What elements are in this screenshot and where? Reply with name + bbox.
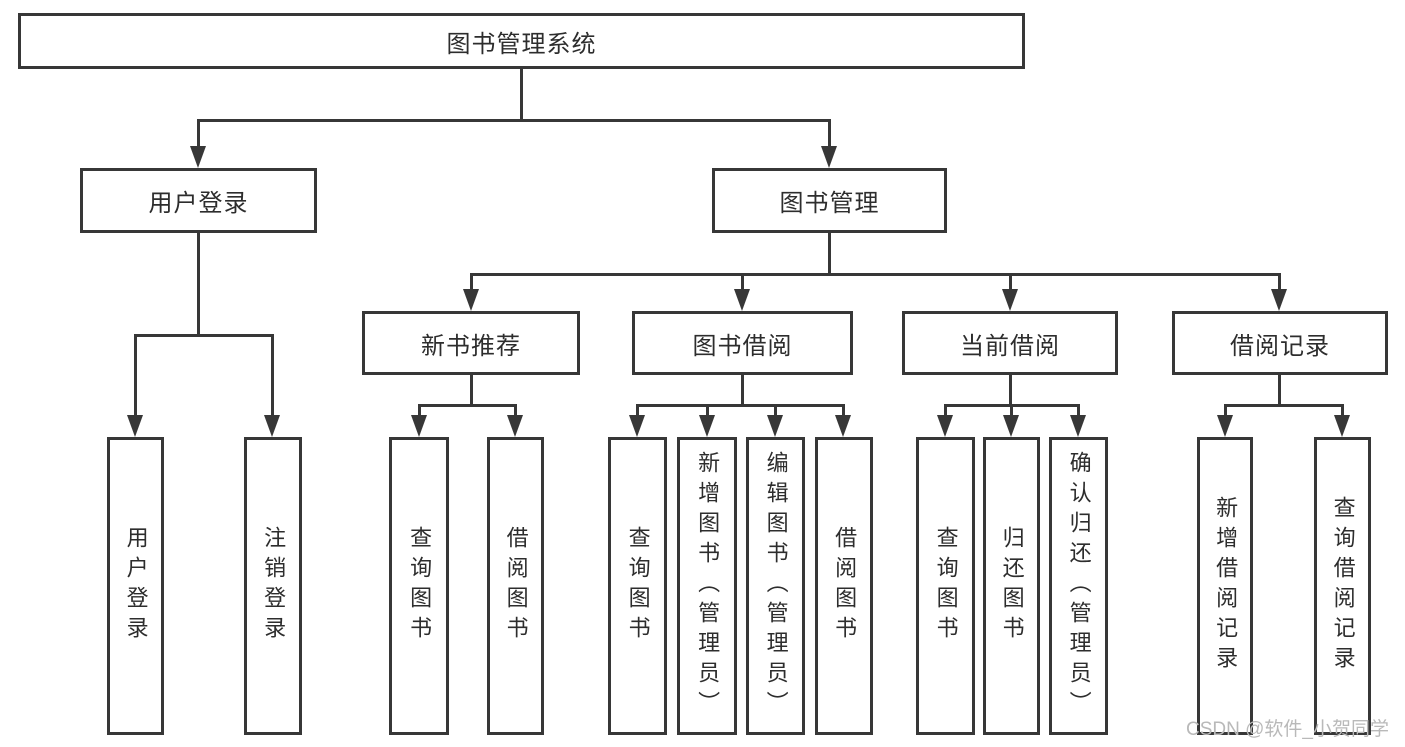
leaf-borrow-books-recommend-label: 借阅图书 — [503, 526, 529, 646]
arrow-head — [937, 415, 953, 437]
connector-line — [828, 119, 831, 151]
leaf-user-login-label: 用户登录 — [123, 526, 149, 646]
leaf-logout: 注销登录 — [244, 437, 302, 735]
connector-line — [418, 404, 517, 407]
arrow-head — [127, 415, 143, 437]
arrow-head — [1002, 289, 1018, 311]
arrow-head — [411, 415, 427, 437]
node-user-login: 用户登录 — [80, 168, 317, 233]
leaf-confirm-return-admin: 确认归还（管理员） — [1049, 437, 1108, 735]
connector-line — [1341, 404, 1344, 418]
connector-line — [636, 404, 845, 407]
connector-line — [1278, 273, 1281, 293]
leaf-add-borrow-record-label: 新增借阅记录 — [1213, 496, 1239, 676]
connector-line — [197, 119, 831, 122]
arrow-head — [1271, 289, 1287, 311]
leaf-return-books: 归还图书 — [983, 437, 1040, 735]
connector-line — [1009, 375, 1012, 406]
connector-line — [741, 273, 744, 293]
arrow-head — [190, 146, 206, 168]
connector-line — [706, 404, 709, 418]
leaf-search-books-borrowing-label: 查询图书 — [625, 526, 651, 646]
leaf-edit-books-admin-label: 编辑图书（管理员） — [763, 451, 789, 721]
arrow-head — [1003, 415, 1019, 437]
node-book-management: 图书管理 — [712, 168, 947, 233]
arrow-head — [264, 415, 280, 437]
node-root-label: 图书管理系统 — [446, 30, 597, 58]
arrow-head — [767, 415, 783, 437]
leaf-edit-books-admin: 编辑图书（管理员） — [746, 437, 805, 735]
connector-line — [842, 404, 845, 418]
arrow-head — [463, 289, 479, 311]
connector-line — [470, 375, 473, 406]
connector-line — [1009, 273, 1012, 293]
node-book-borrowing-label: 图书借阅 — [692, 332, 793, 360]
node-borrowing-records-label: 借阅记录 — [1230, 332, 1330, 360]
leaf-borrow-books-borrowing: 借阅图书 — [815, 437, 873, 735]
leaf-add-borrow-record: 新增借阅记录 — [1197, 437, 1253, 735]
connector-line — [1224, 404, 1227, 418]
connector-line — [1278, 375, 1281, 406]
node-user-login-label: 用户登录 — [148, 190, 249, 217]
connector-line — [197, 119, 200, 151]
connector-line — [1010, 404, 1013, 418]
connector-line — [470, 273, 1280, 276]
connector-line — [514, 404, 517, 418]
arrow-head — [835, 415, 851, 437]
connector-line — [944, 404, 947, 418]
leaf-search-books-current-label: 查询图书 — [933, 526, 959, 646]
leaf-search-borrow-record: 查询借阅记录 — [1314, 437, 1371, 735]
leaf-confirm-return-admin-label: 确认归还（管理员） — [1066, 451, 1092, 721]
connector-line — [1224, 404, 1344, 407]
node-new-book-recommendation-label: 新书推荐 — [421, 332, 521, 360]
leaf-return-books-label: 归还图书 — [999, 526, 1025, 646]
connector-line — [134, 334, 274, 337]
node-borrowing-records: 借阅记录 — [1172, 311, 1388, 375]
arrow-head — [699, 415, 715, 437]
leaf-user-login: 用户登录 — [107, 437, 164, 735]
arrow-head — [1070, 415, 1086, 437]
connector-line — [134, 334, 137, 418]
connector-line — [774, 404, 777, 418]
leaf-add-books-admin-label: 新增图书（管理员） — [695, 451, 721, 721]
connector-line — [520, 69, 523, 121]
connector-line — [197, 233, 200, 337]
leaf-search-books-borrowing: 查询图书 — [608, 437, 667, 735]
connector-line — [418, 404, 421, 418]
arrow-head — [629, 415, 645, 437]
leaf-borrow-books-borrowing-label: 借阅图书 — [832, 526, 858, 646]
arrow-head — [821, 146, 837, 168]
connector-line — [828, 233, 831, 276]
arrow-head — [507, 415, 523, 437]
connector-line — [271, 334, 274, 418]
arrow-head — [734, 289, 750, 311]
node-current-borrowing: 当前借阅 — [902, 311, 1118, 375]
leaf-add-books-admin: 新增图书（管理员） — [677, 437, 737, 735]
leaf-search-books-recommend-label: 查询图书 — [407, 526, 433, 646]
arrow-head — [1217, 415, 1233, 437]
connector-line — [741, 375, 744, 406]
leaf-logout-label: 注销登录 — [261, 526, 287, 646]
leaf-search-borrow-record-label: 查询借阅记录 — [1330, 496, 1356, 676]
node-new-book-recommendation: 新书推荐 — [362, 311, 580, 375]
connector-line — [1077, 404, 1080, 418]
leaf-search-books-recommend: 查询图书 — [389, 437, 449, 735]
node-book-management-label: 图书管理 — [779, 190, 880, 217]
node-book-borrowing: 图书借阅 — [632, 311, 853, 375]
csdn-watermark: CSDN @软件_小贺同学 — [1186, 719, 1389, 740]
node-current-borrowing-label: 当前借阅 — [960, 332, 1060, 360]
leaf-search-books-current: 查询图书 — [916, 437, 975, 735]
leaf-borrow-books-recommend: 借阅图书 — [487, 437, 544, 735]
arrow-head — [1334, 415, 1350, 437]
node-root: 图书管理系统 — [18, 13, 1025, 69]
connector-line — [470, 273, 473, 293]
connector-line — [636, 404, 639, 418]
